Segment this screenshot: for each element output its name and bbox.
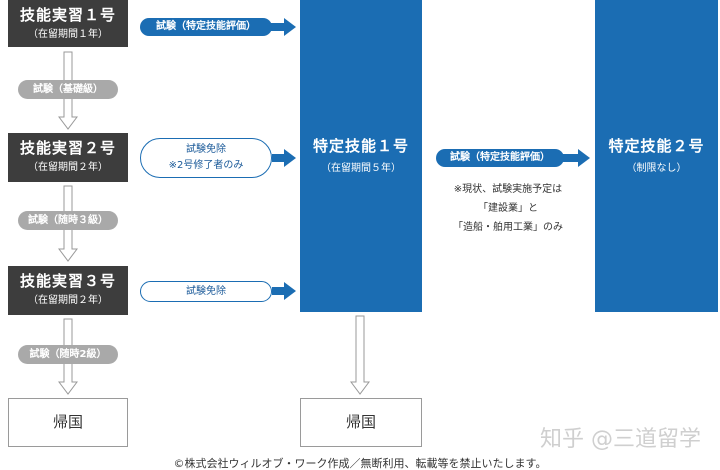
note-line-3: 「造船・舶用工業」のみ [453,222,563,233]
right-arrow-row3 [272,282,296,300]
jisshu-1-box: 技能実習１号 （在留期間１年） [8,0,128,47]
jisshu-3-box: 技能実習３号 （在留期間２年） [8,266,128,315]
tokutei-1-period: （在留期間５年） [321,163,401,174]
note-line-2: 「建設業」と [478,203,538,214]
jisshu-3-period: （在留期間２年） [28,295,108,306]
connector-row2-line2: ※2号修了者のみ [168,160,244,171]
tokutei-1-title: 特定技能１号 [312,137,409,155]
connector-row3-exemption: 試験免除 [140,281,272,302]
connector-row1-exam: 試験（特定技能評価） [140,18,272,36]
jisshu-2-title: 技能実習２号 [19,139,116,157]
note-line-1: ※現状、試験実施予定は [453,184,563,195]
down-arrow-tokutei1-to-return [350,315,370,395]
exam-pill-basic: 試験（基礎級） [18,80,118,99]
right-arrow-to-tokutei2 [563,149,590,167]
copyright-footer: ©株式会社ウィルオブ・ワーク作成／無断利用、転載等を禁止いたします。 [173,457,547,470]
jisshu-2-period: （在留期間２年） [28,162,108,173]
return-home-left: 帰国 [8,398,128,447]
tokutei-2-title: 特定技能２号 [608,137,705,155]
jisshu-2-box: 技能実習２号 （在留期間２年） [8,133,128,182]
tokutei-1-box: 特定技能１号 （在留期間５年） [300,0,422,312]
right-arrow-row1 [270,18,296,36]
right-arrow-row2 [272,149,296,167]
connector-to-tokutei2-exam: 試験（特定技能評価） [436,149,564,167]
tokutei-2-box: 特定技能２号 （制限なし） [595,0,718,312]
jisshu-1-period: （在留期間１年） [28,29,108,40]
tokutei-2-period: （制限なし） [626,163,687,174]
connector-row2-line1: 試験免除 [186,144,226,155]
exam-pill-grade2: 試験（随時2級） [18,345,118,364]
note-text: ※現状、試験実施予定は 「建設業」と 「造船・舶用工業」のみ [428,180,588,237]
exam-pill-grade3: 試験（随時３級） [18,211,118,230]
return-home-middle: 帰国 [300,398,422,447]
watermark: 知乎 @三道留学 [540,427,701,452]
jisshu-3-title: 技能実習３号 [19,272,116,290]
jisshu-1-title: 技能実習１号 [19,6,116,24]
connector-row2-exemption: 試験免除 ※2号修了者のみ [140,138,272,178]
